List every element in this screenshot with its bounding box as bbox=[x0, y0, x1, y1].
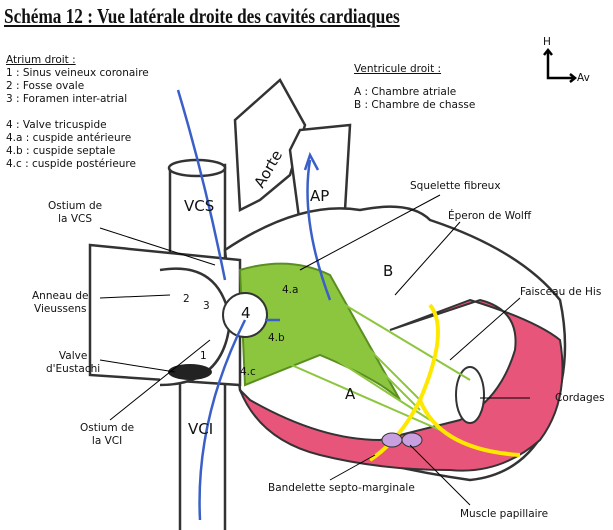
legend-item: 4.a : cuspide antérieure bbox=[6, 132, 132, 144]
label-4a: 4.a bbox=[282, 284, 299, 296]
label-cordages: Cordages bbox=[555, 392, 605, 404]
legend-item: 1 : Sinus veineux coronaire bbox=[6, 67, 149, 79]
legend-item: 3 : Foramen inter-atrial bbox=[6, 93, 128, 105]
label-squelette-fibreux: Squelette fibreux bbox=[410, 180, 501, 192]
label-1: 1 bbox=[200, 350, 207, 362]
atrium-heading: Atrium droit : bbox=[6, 54, 76, 66]
red-muscle-wall bbox=[239, 298, 564, 472]
atrium-legend: Atrium droit : 1 : Sinus veineux coronai… bbox=[6, 54, 149, 171]
label-vci: VCI bbox=[188, 420, 214, 438]
label-a: A bbox=[345, 385, 356, 403]
legend-item: 2 : Fosse ovale bbox=[6, 80, 85, 92]
orientation-arrows bbox=[543, 47, 578, 83]
label-bandelette: Bandelette septo-marginale bbox=[268, 482, 415, 494]
label-muscle-papillaire: Muscle papillaire bbox=[460, 508, 549, 520]
label-b: B bbox=[383, 262, 394, 280]
label-valve-eustachi: Valve d'Eustachi bbox=[46, 350, 101, 375]
label-ostium-vci: Ostium de la VCI bbox=[80, 422, 135, 447]
chordae bbox=[279, 279, 471, 431]
label-ap: AP bbox=[310, 187, 330, 205]
pulmonary-artery bbox=[288, 123, 352, 227]
label-eperon-wolff: Éperon de Wolff bbox=[448, 210, 532, 222]
aorta bbox=[233, 78, 307, 212]
label-4: 4 bbox=[241, 304, 251, 322]
legend-item: B : Chambre de chasse bbox=[354, 99, 476, 111]
label-4c: 4.c bbox=[240, 366, 256, 378]
legend-item: 4 : Valve tricuspide bbox=[6, 119, 107, 131]
label-vcs: VCS bbox=[184, 197, 215, 215]
orientation-right-label: Av bbox=[577, 72, 590, 84]
label-ostium-vcs: Ostium de la VCS bbox=[48, 200, 103, 225]
legend-item: 4.b : cuspide septale bbox=[6, 145, 116, 157]
vci-vessel bbox=[178, 370, 227, 530]
label-anneau-vieussens: Anneau de Vieussens bbox=[32, 290, 89, 315]
leader-lines bbox=[99, 194, 530, 506]
label-2: 2 bbox=[183, 293, 190, 305]
vcs-vessel bbox=[168, 163, 227, 267]
label-3: 3 bbox=[203, 300, 210, 312]
ventricle-heading: Ventricule droit : bbox=[354, 63, 442, 75]
legend-item: A : Chambre atriale bbox=[354, 86, 457, 98]
page-title: Schéma 12 : Vue latérale droite des cavi… bbox=[4, 4, 400, 28]
label-4b: 4.b bbox=[268, 332, 285, 344]
label-faisceau-his: Faisceau de His bbox=[520, 286, 602, 298]
blood-flow-arrows bbox=[176, 89, 332, 521]
legend-item: 4.c : cuspide postérieure bbox=[6, 158, 136, 170]
orientation-up-label: H bbox=[543, 36, 551, 48]
